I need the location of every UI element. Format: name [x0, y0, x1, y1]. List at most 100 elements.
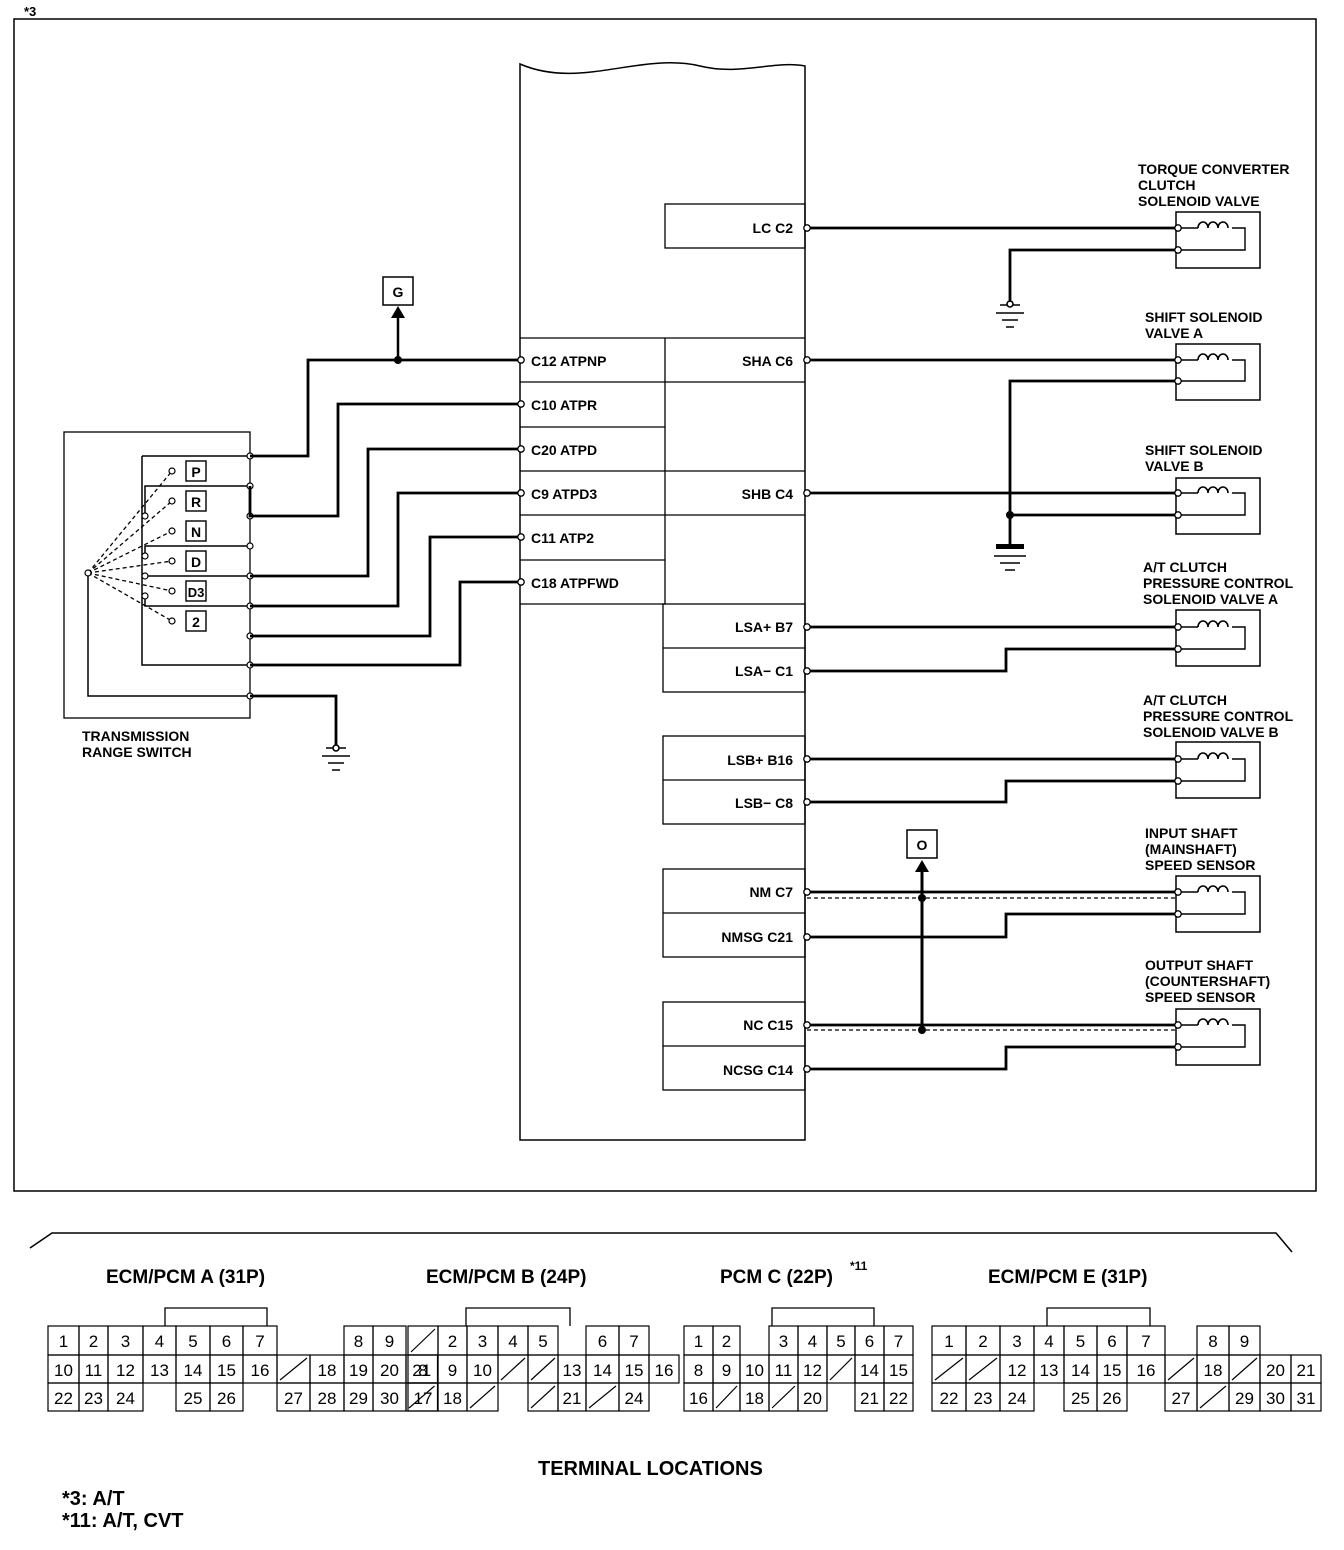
pin-label: C10 ATPR: [531, 397, 597, 413]
terminal-number: 13: [150, 1361, 169, 1380]
terminal-number: 5: [836, 1332, 845, 1351]
terminal-number: 12: [1008, 1361, 1027, 1380]
connector-bracket: [29, 1232, 1293, 1253]
blank-terminal: [829, 1357, 853, 1381]
terminal-number: 21: [860, 1389, 879, 1408]
component-label: SOLENOID VALVE: [1138, 193, 1260, 209]
coil-box: [1174, 1008, 1261, 1066]
note-ref: *3: [24, 4, 36, 19]
connector-g: G: [382, 276, 414, 364]
pin-label: LSA− C1: [735, 663, 793, 679]
blank-terminal: [469, 1385, 496, 1409]
switch-wires: [248, 358, 519, 748]
terminal-number: 13: [563, 1361, 582, 1380]
terminal-number: 8: [1208, 1332, 1217, 1351]
terminal-number: 29: [349, 1389, 368, 1408]
component-label: VALVE B: [1145, 458, 1204, 474]
pin-label: LSA+ B7: [735, 619, 793, 635]
terminal-number: 6: [222, 1332, 231, 1351]
pcm-body: [519, 62, 806, 1141]
blank-terminal: [771, 1385, 796, 1409]
terminal-locations-title: TERMINAL LOCATIONS: [538, 1458, 763, 1480]
terminal-number: 8: [418, 1361, 427, 1380]
terminal-number: 26: [217, 1389, 236, 1408]
switch-label: RANGE SWITCH: [82, 744, 192, 760]
blank-terminal: [1231, 1357, 1258, 1381]
terminal-number: 15: [889, 1361, 908, 1380]
terminal-number: 2: [978, 1332, 987, 1351]
component-label: SHIFT SOLENOID: [1145, 309, 1262, 325]
terminal-number: 2: [722, 1332, 731, 1351]
coil-box: [1174, 609, 1261, 667]
terminal-number: 30: [1266, 1389, 1285, 1408]
terminal-number: 5: [538, 1332, 547, 1351]
component-label: SOLENOID VALVE B: [1143, 724, 1279, 740]
terminal-number: 15: [625, 1361, 644, 1380]
terminal-number: 15: [217, 1361, 236, 1380]
terminal-number: 14: [860, 1361, 879, 1380]
terminal-number: 22: [889, 1389, 908, 1408]
pin-label: NM C7: [749, 884, 793, 900]
terminal-number: 12: [803, 1361, 822, 1380]
terminal-number: 24: [625, 1389, 644, 1408]
pin-label: C11 ATP2: [531, 530, 594, 546]
blank-terminal: [408, 1385, 435, 1409]
switch-label: TRANSMISSION: [82, 728, 189, 744]
terminal-number: 17: [414, 1389, 433, 1408]
terminal-number: 7: [1141, 1332, 1150, 1351]
connector-title: ECM/PCM A (31P): [106, 1267, 265, 1288]
coil-box: [1174, 211, 1261, 269]
connector-titles: ECM/PCM A (31P) ECM/PCM B (24P) PCM C (2…: [106, 1259, 1147, 1288]
terminal-number: 21: [412, 1361, 431, 1380]
switch-position-d: D: [191, 554, 201, 570]
terminal-number: 23: [84, 1389, 103, 1408]
terminal-number: 14: [184, 1361, 203, 1380]
terminal-number: 5: [188, 1332, 197, 1351]
terminal-number: 19: [349, 1361, 368, 1380]
component-label: A/T CLUTCH: [1143, 559, 1227, 575]
terminal-number: 20: [1266, 1361, 1285, 1380]
pin-label: C9 ATPD3: [531, 486, 597, 502]
connector-title: PCM C (22P): [720, 1267, 833, 1288]
terminal-number: 22: [940, 1389, 959, 1408]
terminal-number: 24: [116, 1389, 135, 1408]
blank-terminal: [1199, 1385, 1227, 1409]
terminal-number: 20: [803, 1389, 822, 1408]
coil-box: [1174, 343, 1261, 401]
terminal-number: 10: [54, 1361, 73, 1380]
terminal-number: 14: [1071, 1361, 1090, 1380]
component-label: CLUTCH: [1138, 177, 1196, 193]
component-label: TORQUE CONVERTER: [1138, 161, 1289, 177]
terminal-number: 20: [380, 1361, 399, 1380]
component-label: (COUNTERSHAFT): [1145, 973, 1270, 989]
blank-terminal: [530, 1357, 556, 1381]
terminal-number: 31: [1297, 1389, 1316, 1408]
blank-terminal: [715, 1385, 738, 1409]
switch-position-d3: D3: [188, 585, 205, 600]
component-label: PRESSURE CONTROL: [1143, 708, 1294, 724]
component-label: INPUT SHAFT: [1145, 825, 1238, 841]
component-label: SHIFT SOLENOID: [1145, 442, 1262, 458]
terminal-number: 18: [318, 1361, 337, 1380]
pcm-left-pins: C12 ATPNP C10 ATPR C20 ATPD C9 ATPD3 C11…: [531, 353, 619, 591]
pin-label: C20 ATPD: [531, 442, 597, 458]
diagram-frame: [13, 18, 1317, 1192]
pin-label: LSB− C8: [735, 795, 793, 811]
terminal-number: 16: [689, 1389, 708, 1408]
terminal-number: 16: [1137, 1361, 1156, 1380]
pin-label: C12 ATPNP: [531, 353, 606, 369]
pin-label: LSB+ B16: [727, 752, 793, 768]
pin-label: LC C2: [753, 220, 794, 236]
terminal-number: 2: [448, 1332, 457, 1351]
connector-title: ECM/PCM E (31P): [988, 1267, 1147, 1288]
terminal-number: 18: [745, 1389, 764, 1408]
terminal-number: 27: [284, 1389, 303, 1408]
terminal-number: 3: [478, 1332, 487, 1351]
terminal-number: 4: [1044, 1332, 1053, 1351]
terminal-number: 7: [255, 1332, 264, 1351]
pin-label: SHA C6: [742, 353, 793, 369]
component-label: A/T CLUTCH: [1143, 692, 1227, 708]
terminal-number: 10: [745, 1361, 764, 1380]
